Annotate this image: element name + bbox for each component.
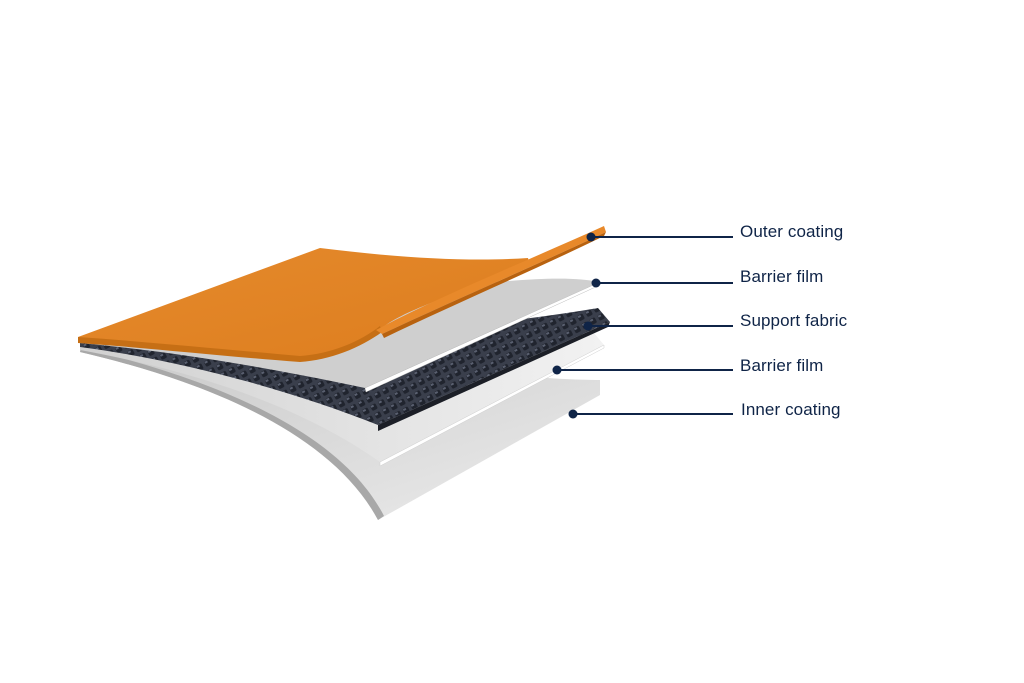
label-barrier-film-upper: Barrier film xyxy=(740,267,824,286)
label-barrier-film-lower: Barrier film xyxy=(740,356,824,375)
label-support-fabric: Support fabric xyxy=(740,311,848,330)
callout-support-fabric xyxy=(583,321,733,331)
callout-barrier-film-lower xyxy=(552,365,733,375)
callout-outer-coating xyxy=(586,232,733,242)
callout-dot-icon xyxy=(552,365,562,375)
callout-barrier-film-upper xyxy=(591,278,733,288)
callout-dot-icon xyxy=(586,232,596,242)
callout-dot-icon xyxy=(591,278,601,288)
callout-dot-icon xyxy=(568,409,578,419)
label-outer-coating: Outer coating xyxy=(740,222,844,241)
callout-dot-icon xyxy=(583,321,593,331)
callout-inner-coating xyxy=(568,409,733,419)
layer-outer-coating xyxy=(78,226,606,362)
label-inner-coating: Inner coating xyxy=(741,400,841,419)
